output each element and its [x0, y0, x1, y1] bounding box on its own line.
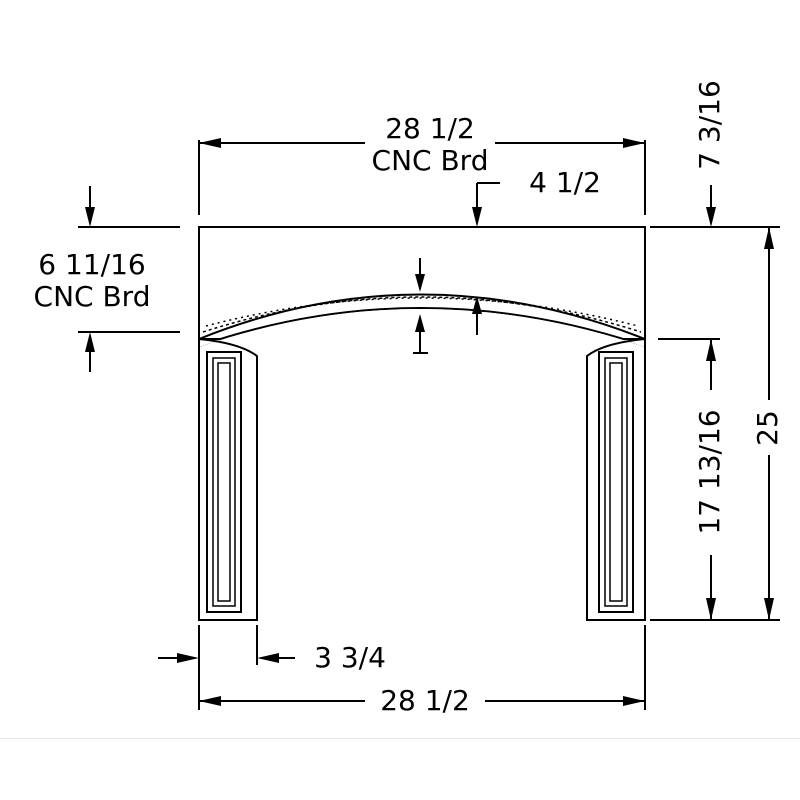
right-leg — [586, 337, 646, 621]
bottom-width-label: 28 1/2 — [380, 684, 470, 717]
arch-center-dimension — [413, 258, 482, 354]
leg-width-dimension: 3 3/4 — [158, 625, 386, 710]
top-width-label: 28 1/2 — [385, 112, 475, 145]
leg-height-label: 17 13/16 — [693, 409, 726, 534]
top-width-note: CNC Brd — [372, 144, 489, 177]
footer-divider — [0, 738, 800, 739]
top-width-dimension: 28 1/2 CNC Brd — [198, 112, 646, 215]
arch-rise-leader: 4 1/2 — [472, 166, 601, 227]
arch-rise-label: 4 1/2 — [529, 166, 601, 199]
header-height-label: 6 11/16 — [38, 248, 145, 281]
header-height-dimension: 6 11/16 CNC Brd — [34, 186, 180, 372]
leg-width-label: 3 3/4 — [314, 641, 386, 674]
left-leg — [198, 337, 258, 621]
header-height-note: CNC Brd — [34, 280, 151, 313]
leg-height-dimension: 17 13/16 — [658, 338, 726, 620]
top-offset-label: 7 3/16 — [693, 80, 726, 170]
overall-height-label: 25 — [751, 410, 784, 446]
top-offset-dimension: 7 3/16 — [693, 80, 726, 227]
overall-height-dimension: 25 — [650, 226, 784, 621]
bottom-width-dimension: 28 1/2 — [199, 625, 646, 717]
